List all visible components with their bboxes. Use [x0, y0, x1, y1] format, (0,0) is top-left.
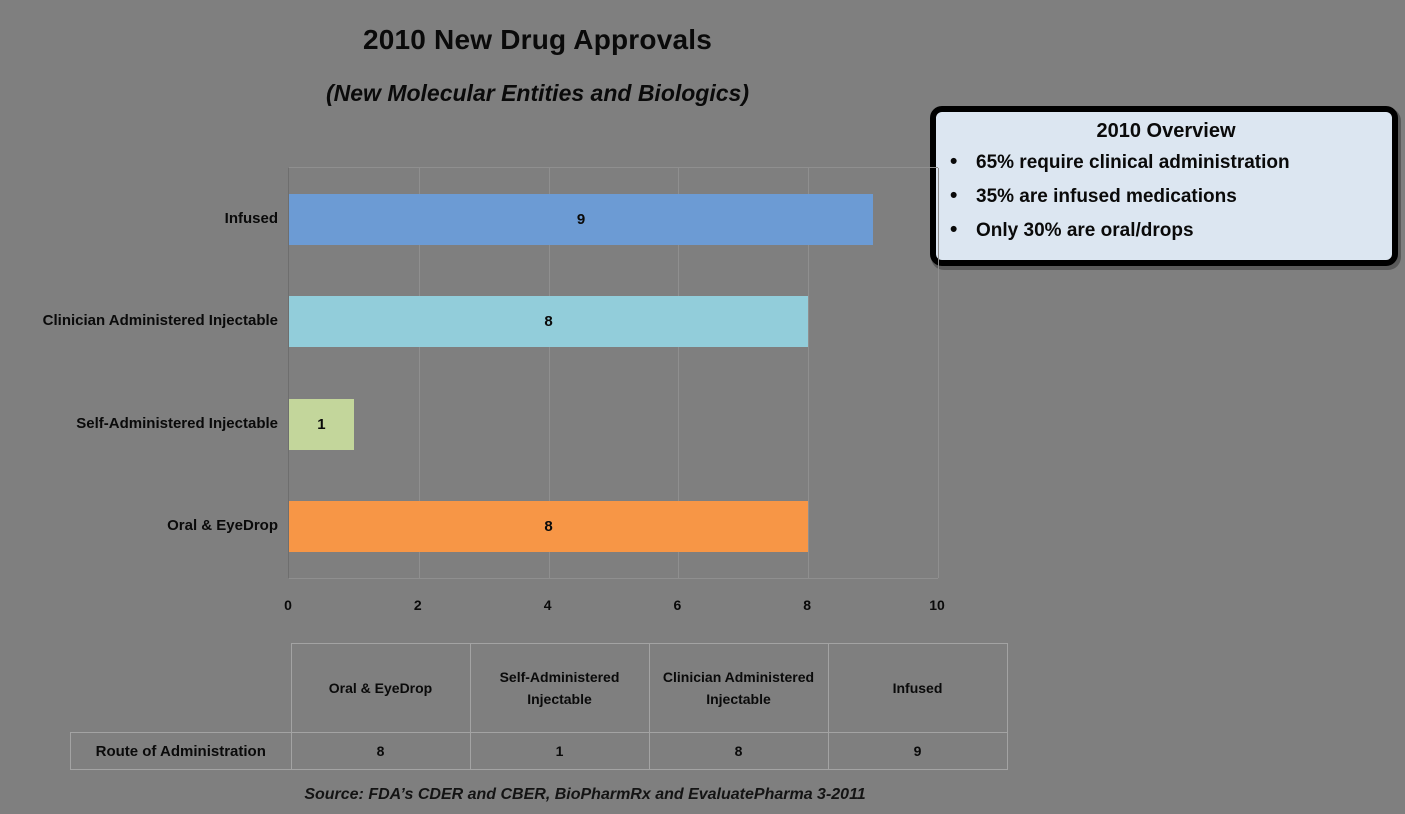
bar: 8	[289, 501, 809, 553]
overview-bullet: • 35% are infused medications	[950, 179, 1382, 213]
category-label: Self-Administered Injectable	[76, 414, 278, 432]
category-label: Infused	[224, 209, 278, 227]
table-column-header: Oral & EyeDrop	[290, 643, 471, 733]
bullet-icon: •	[950, 184, 958, 207]
table-value-cell: 8	[290, 732, 471, 770]
overview-box-title: 2010 Overview	[1096, 120, 1236, 142]
table-value-cell: 9	[827, 732, 1008, 770]
plot-area: 9 8 1 8	[288, 167, 939, 579]
gridline	[548, 168, 550, 578]
overview-bullet-text: 65% require clinical administration	[976, 152, 1290, 173]
bar-value-label: 8	[544, 518, 553, 536]
gridline	[418, 168, 420, 578]
gridline	[678, 168, 680, 578]
gridline	[808, 168, 810, 578]
bar: 8	[289, 296, 809, 348]
bullet-icon: •	[950, 150, 958, 173]
table-column-header: Infused	[827, 643, 1008, 733]
table-value-cell: 1	[469, 732, 650, 770]
overview-bullet: • 65% require clinical administration	[950, 145, 1382, 179]
chart-subtitle: (New Molecular Entities and Biologics)	[325, 80, 749, 106]
category-label: Oral & EyeDrop	[167, 517, 278, 534]
bar: 1	[289, 398, 354, 450]
overview-box: 2010 Overview • 65% require clinical admi…	[930, 106, 1398, 266]
table-column-header: Clinician Administered Injectable	[648, 643, 829, 733]
gridline	[938, 168, 939, 578]
bullet-icon: •	[950, 218, 958, 241]
x-axis-tick-label: 0	[284, 597, 292, 613]
table-value-cell: 8	[648, 732, 829, 770]
table-row-header: Route of Administration	[70, 732, 292, 770]
table-corner-cell	[71, 644, 292, 733]
bar-value-label: 1	[317, 415, 326, 433]
table-column-header: Self-Administered Injectable	[469, 643, 650, 733]
x-axis-ticks: 0 2 4 6 8 10	[284, 597, 945, 617]
bar-value-label: 8	[544, 313, 553, 331]
overview-bullet: • Only 30% are oral/drops	[950, 213, 1382, 247]
chart-title: 2010 New Drug Approvals	[362, 24, 712, 55]
x-axis-tick-label: 2	[413, 597, 422, 613]
x-axis-tick-label: 8	[803, 597, 812, 613]
overview-bullet-text: 35% are infused medications	[976, 186, 1237, 207]
source-note: Source: FDA’s CDER and CBER, BioPharmRx …	[304, 786, 866, 803]
x-axis-tick-label: 6	[673, 597, 682, 613]
x-axis-tick-label: 4	[543, 597, 552, 613]
category-label: Clinician Administered Injectable	[42, 312, 278, 329]
x-axis-tick-label: 10	[929, 597, 945, 613]
bar-value-label: 9	[576, 210, 586, 228]
overview-bullets: • 65% require clinical administration • 35%…	[950, 145, 1382, 247]
overview-bullet-text: Only 30% are oral/drops	[976, 220, 1194, 241]
bar: 9	[289, 193, 874, 245]
